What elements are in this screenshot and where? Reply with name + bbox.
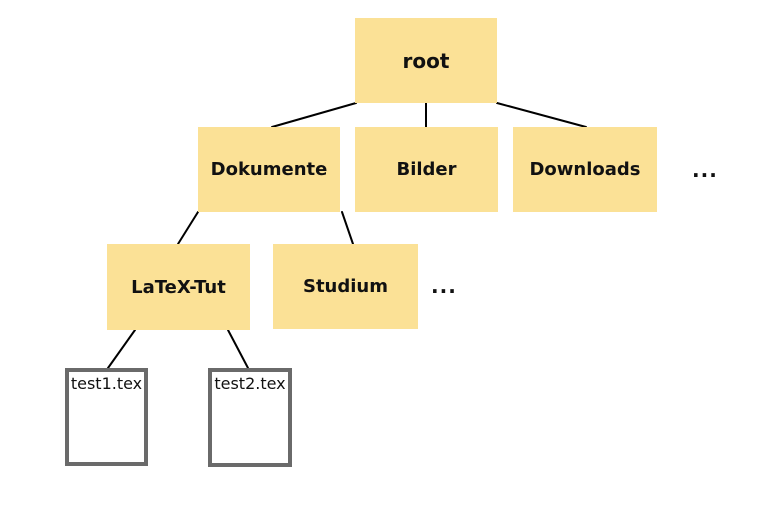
- node-downloads: Downloads: [513, 127, 657, 212]
- ellipsis-level1: ...: [692, 158, 718, 182]
- node-bilder-label: Bilder: [396, 159, 457, 180]
- edge-dokumente-latex-tut: [177, 211, 199, 245]
- node-test2-tex: test2.tex: [208, 368, 292, 467]
- edge-root-dokumente: [271, 102, 357, 128]
- node-test1-tex-label: test1.tex: [70, 374, 143, 393]
- edge-latex-tut-test2: [227, 329, 249, 369]
- edge-root-downloads: [496, 102, 587, 128]
- node-bilder: Bilder: [355, 127, 498, 212]
- node-latex-tut-label: LaTeX-Tut: [131, 276, 226, 298]
- edge-dokumente-studium: [341, 211, 354, 245]
- node-test1-tex: test1.tex: [65, 368, 148, 466]
- node-latex-tut: LaTeX-Tut: [107, 244, 250, 330]
- edge-latex-tut-test1: [107, 329, 136, 369]
- ellipsis-level2: ...: [431, 274, 457, 298]
- node-dokumente: Dokumente: [198, 127, 340, 212]
- node-studium-label: Studium: [302, 276, 388, 297]
- node-downloads-label: Downloads: [529, 159, 641, 180]
- node-root-label: root: [402, 48, 450, 73]
- node-dokumente-label: Dokumente: [210, 159, 328, 180]
- node-test2-tex-label: test2.tex: [214, 374, 286, 393]
- node-studium: Studium: [273, 244, 418, 329]
- node-root: root: [355, 18, 497, 103]
